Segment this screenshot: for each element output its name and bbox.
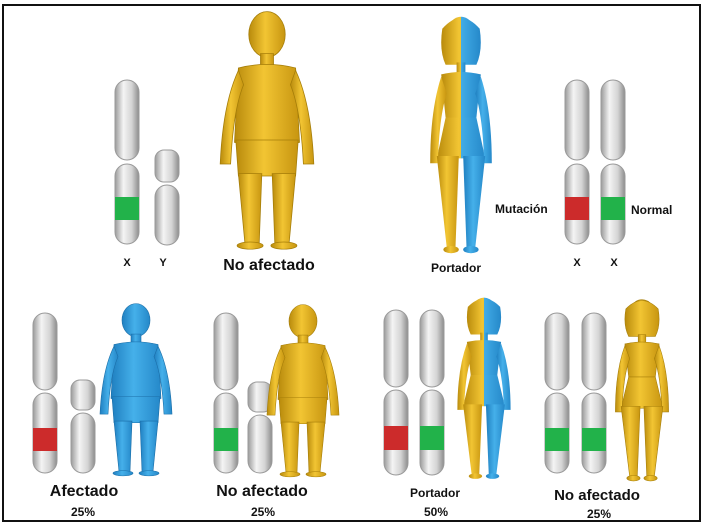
offspring-1-x-chromosome [33,313,57,473]
offspring-4-normal-allele-1 [545,428,569,451]
offspring-4-x-chromosome-2 [582,313,606,473]
offspring-1-status: Afectado [50,484,118,500]
offspring-2-normal-allele [214,428,238,451]
offspring-4-status: No afectado [554,488,640,503]
mother-x-label-2: X [610,258,617,269]
father-status-label: No afectado [223,258,315,274]
offspring-3-status: Portador [410,487,460,499]
mother-normal-allele [601,197,625,220]
father-figure [220,12,314,250]
mother-figure [430,17,492,253]
offspring-3-x-chromosome-mutated [384,310,408,475]
mother-x-chromosome-normal [601,80,625,244]
mother-mutation-allele [565,197,589,220]
offspring-3-mutation-allele [384,426,408,450]
father-y-chromosome [155,150,179,245]
father-x-chromosome [115,80,139,244]
mutation-label: Mutación [495,203,548,215]
offspring-4-probability: 25% [587,508,611,520]
offspring-3-normal-allele [420,426,444,450]
offspring-1-probability: 25% [71,506,95,518]
father-y-label: Y [159,258,166,269]
offspring-3-probability: 50% [424,506,448,518]
offspring-4-figure [615,300,668,481]
offspring-1-y-chromosome [71,380,95,473]
mother-x-chromosome-mutated [565,80,589,244]
offspring-4-normal-allele-2 [582,428,606,451]
father-x-label: X [123,258,130,269]
offspring-1-mutation-allele [33,428,57,451]
offspring-4-x-chromosome-1 [545,313,569,473]
offspring-2-figure [267,305,339,477]
offspring-1-figure [100,304,172,476]
offspring-3-figure [457,298,510,479]
mother-status-label: Portador [431,262,481,274]
offspring-2-probability: 25% [251,506,275,518]
offspring-2-x-chromosome [214,313,238,473]
father-normal-allele [115,197,139,220]
normal-label: Normal [631,204,672,216]
offspring-2-status: No afectado [216,484,308,500]
mother-x-label-1: X [573,258,580,269]
offspring-3-x-chromosome-normal [420,310,444,475]
